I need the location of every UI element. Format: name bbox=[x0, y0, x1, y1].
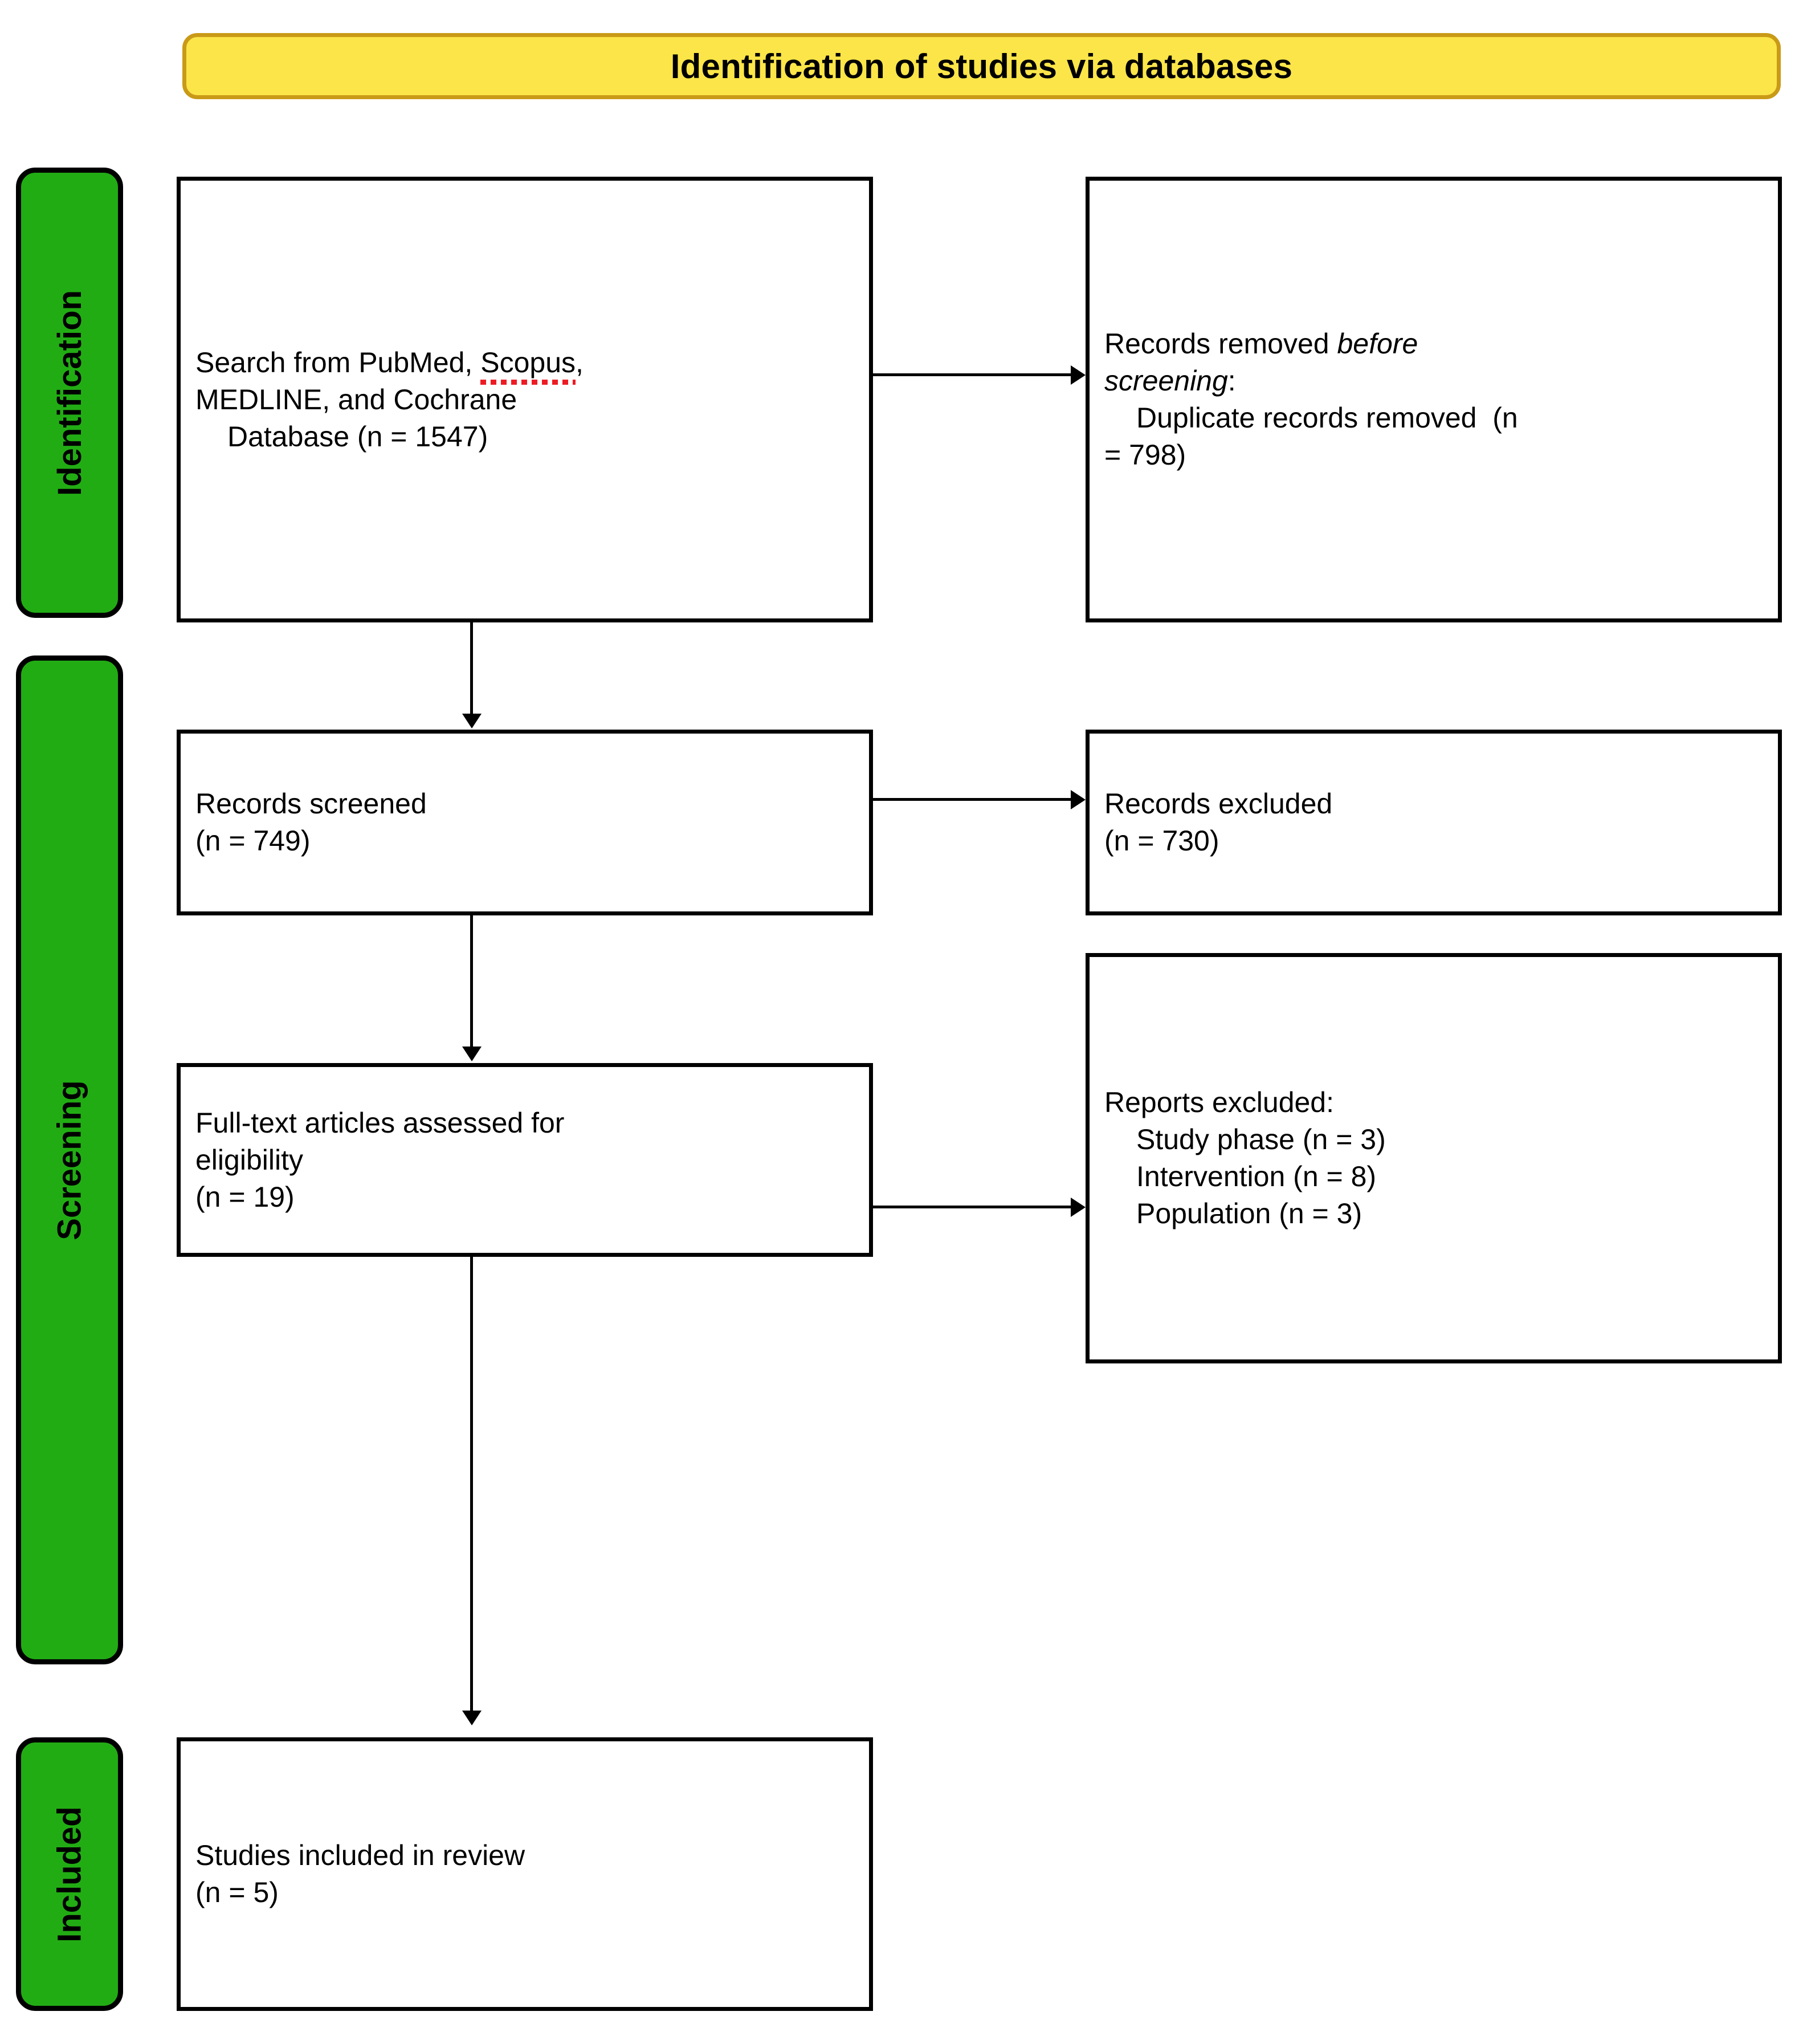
arrowhead-fulltext-to-reports bbox=[1071, 1198, 1086, 1217]
reports-line-4: Population (n = 3) bbox=[1136, 1198, 1362, 1229]
flow-box-fulltext-assessed: Full-text articles assessed for eligibil… bbox=[177, 1063, 873, 1257]
fulltext-line-2: eligibility bbox=[195, 1143, 303, 1176]
stage-bar-identification: Identification bbox=[16, 168, 123, 618]
page-title: Identification of studies via databases bbox=[670, 47, 1293, 85]
stage-bar-screening: Screening bbox=[16, 655, 123, 1664]
connector-fulltext-to-reports bbox=[873, 1206, 1071, 1208]
connector-fulltext-to-included bbox=[470, 1257, 473, 1712]
connector-screened-to-fulltext bbox=[470, 915, 473, 1048]
flow-box-studies-included: Studies included in review (n = 5) bbox=[177, 1737, 873, 2011]
stage-label-included: Included bbox=[51, 1806, 88, 1943]
fulltext-line-1: Full-text articles assessed for bbox=[195, 1106, 565, 1139]
flow-box-search-sources: Search from PubMed, Scopus, MEDLINE, and… bbox=[177, 177, 873, 622]
stage-label-screening: Screening bbox=[51, 1080, 88, 1240]
arrowhead-screened-to-fulltext bbox=[462, 1047, 482, 1061]
removed-line-4: = 798) bbox=[1104, 439, 1186, 471]
excluded-line-1: Records excluded bbox=[1104, 788, 1333, 820]
diagram-header-banner: Identification of studies via databases bbox=[182, 33, 1781, 99]
stage-bar-included: Included bbox=[16, 1737, 123, 2011]
connector-search-to-removed bbox=[873, 373, 1071, 376]
arrowhead-screened-to-excluded bbox=[1071, 790, 1086, 809]
removed-line-1-prefix: Records removed bbox=[1104, 328, 1337, 360]
removed-line-2: screening: bbox=[1104, 363, 1763, 400]
removed-line-1-emphasis: before bbox=[1337, 328, 1418, 360]
spellcheck-underline-scopus: Scopus bbox=[480, 344, 576, 385]
search-line-1-suffix: , bbox=[576, 346, 584, 378]
flow-box-records-screened: Records screened (n = 749) bbox=[177, 730, 873, 915]
flow-box-records-removed: Records removed before screening: Duplic… bbox=[1086, 177, 1782, 622]
screened-line-2: (n = 749) bbox=[195, 825, 311, 857]
search-line-2: MEDLINE, and Cochrane bbox=[195, 383, 517, 416]
connector-search-to-screened bbox=[470, 622, 473, 715]
reports-line-1: Reports excluded: bbox=[1104, 1086, 1335, 1118]
fulltext-line-3: (n = 19) bbox=[195, 1180, 295, 1213]
search-line-3: Database (n = 1547) bbox=[227, 420, 488, 453]
included-line-2: (n = 5) bbox=[195, 1876, 279, 1908]
reports-line-2: Study phase (n = 3) bbox=[1136, 1123, 1386, 1155]
removed-line-3: Duplicate records removed (n bbox=[1136, 402, 1518, 434]
excluded-line-2: (n = 730) bbox=[1104, 825, 1219, 857]
removed-line-1: Records removed before bbox=[1104, 325, 1763, 363]
search-line-1-prefix: Search from PubMed, bbox=[195, 346, 481, 378]
arrowhead-fulltext-to-included bbox=[462, 1711, 482, 1725]
connector-screened-to-excluded bbox=[873, 798, 1071, 801]
screened-line-1: Records screened bbox=[195, 788, 427, 820]
removed-line-2-suffix: : bbox=[1227, 365, 1236, 397]
flow-box-records-excluded: Records excluded (n = 730) bbox=[1086, 730, 1782, 915]
arrowhead-search-to-screened bbox=[462, 714, 482, 728]
flow-box-reports-excluded: Reports excluded: Study phase (n = 3) In… bbox=[1086, 953, 1782, 1363]
included-line-1: Studies included in review bbox=[195, 1839, 525, 1871]
removed-line-2-emphasis: screening bbox=[1104, 365, 1228, 397]
reports-line-3: Intervention (n = 8) bbox=[1136, 1161, 1377, 1192]
stage-label-identification: Identification bbox=[51, 290, 88, 496]
arrowhead-search-to-removed bbox=[1071, 365, 1086, 385]
search-line-1: Search from PubMed, Scopus, bbox=[195, 344, 854, 385]
